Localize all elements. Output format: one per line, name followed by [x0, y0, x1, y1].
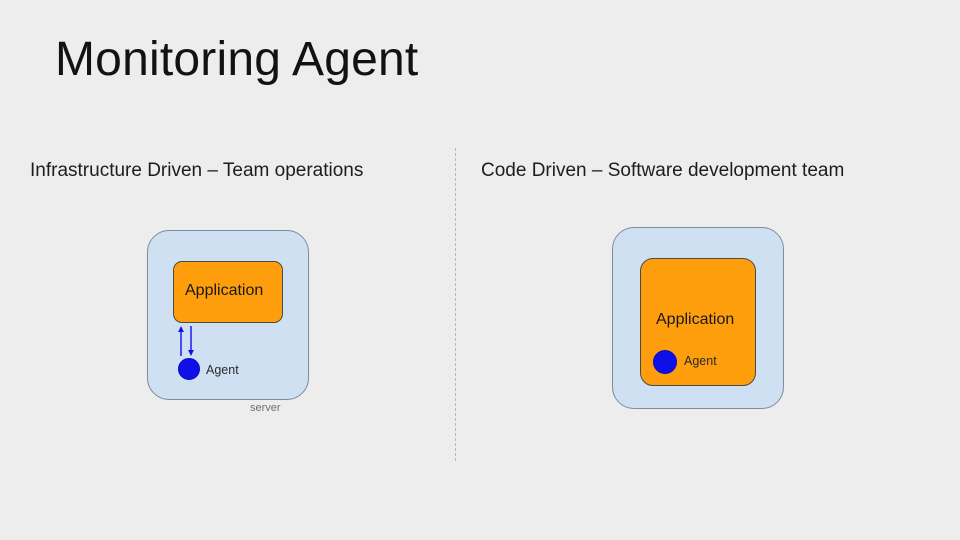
agent-label-right: Agent [684, 354, 717, 368]
server-caption-left: server [250, 402, 281, 414]
column-heading-code-driven: Code Driven – Software development team [481, 160, 845, 181]
agent-application-arrows [178, 326, 194, 356]
column-heading-infrastructure-driven: Infrastructure Driven – Team operations [30, 160, 364, 181]
agent-dot-right [653, 350, 677, 374]
agent-dot-left [178, 358, 200, 380]
column-divider [455, 148, 456, 461]
page-title: Monitoring Agent [55, 33, 419, 86]
application-label-right: Application [656, 311, 735, 328]
application-box-left [173, 261, 283, 323]
down-arrow-icon [188, 326, 194, 356]
up-arrow-icon [178, 326, 184, 356]
agent-label-left: Agent [206, 363, 239, 377]
application-label-left: Application [185, 282, 264, 299]
